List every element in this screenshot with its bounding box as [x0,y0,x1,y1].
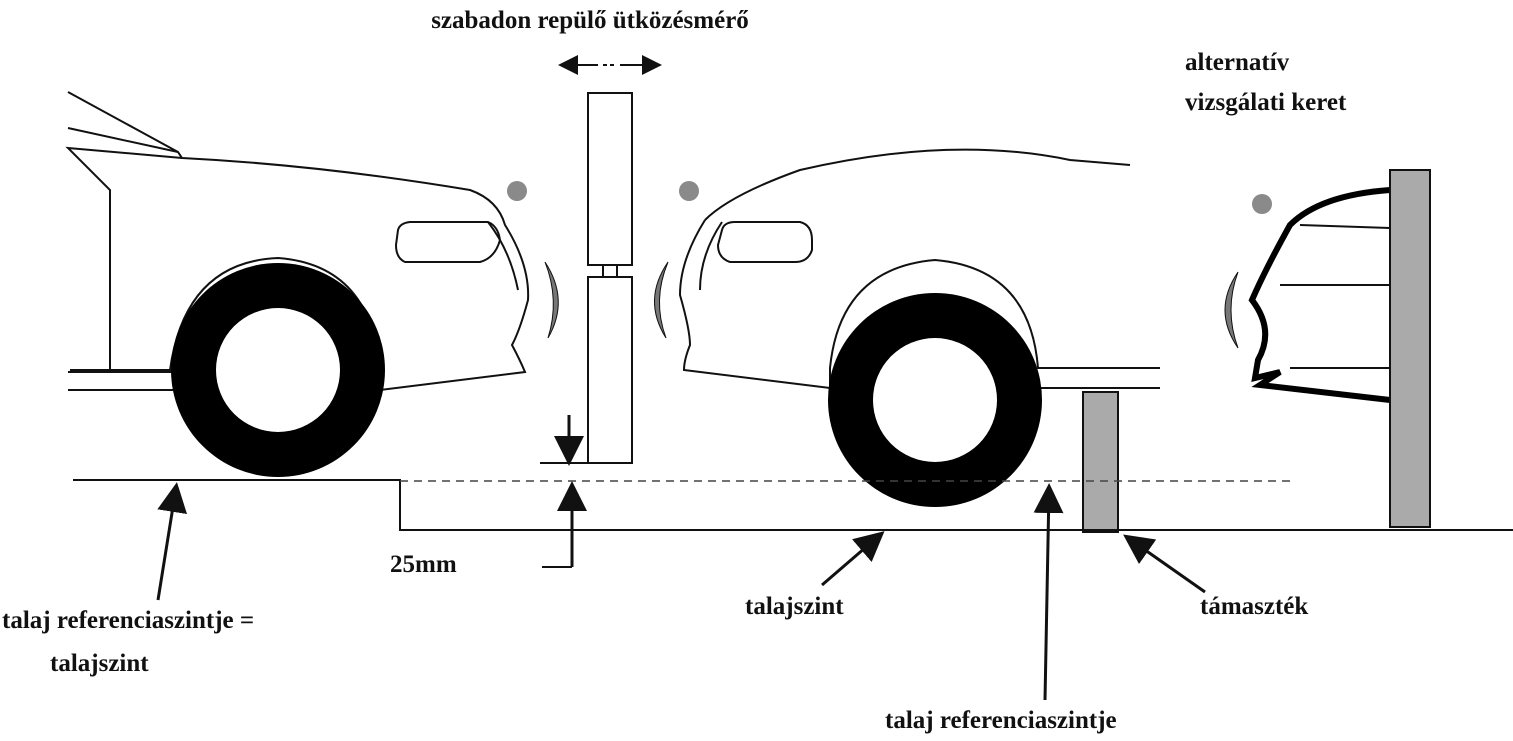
ground-ref-eq-label-2: talajszint [50,650,149,677]
support-block [1082,391,1119,533]
support-label: támaszték [1200,593,1308,620]
ground-ref-label: talaj referenciaszintje [885,707,1117,734]
alternative-frame-bumper [1248,187,1391,403]
ground-ref-eq-label-1: talaj referenciaszintje = [2,607,254,634]
alt-frame-label-1: alternatív [1185,49,1290,76]
left-wheel-hub [216,308,340,432]
ground-line [73,479,1513,531]
marker-dot [1252,194,1272,214]
right-wheel-hub [873,338,997,462]
alternative-test-frame [1389,169,1431,528]
ground-level-label: talajszint [745,593,844,620]
arrow [821,531,885,587]
marker-dot [679,181,699,201]
impactor-title: szabadon repülő ütközésmérő [431,7,749,34]
alt-frame-label-2: vizsgálati keret [1185,89,1347,116]
right-car [678,148,1160,390]
impactor [587,92,633,464]
arrow [1033,483,1064,701]
contact-crescent [654,261,669,339]
offset-label: 25mm [390,551,457,578]
arrow [1123,534,1206,594]
contact-crescent [544,261,559,339]
offset-dimension [540,415,600,568]
marker-dot [507,181,527,201]
contact-crescent [1224,271,1239,349]
arrow [156,482,188,601]
